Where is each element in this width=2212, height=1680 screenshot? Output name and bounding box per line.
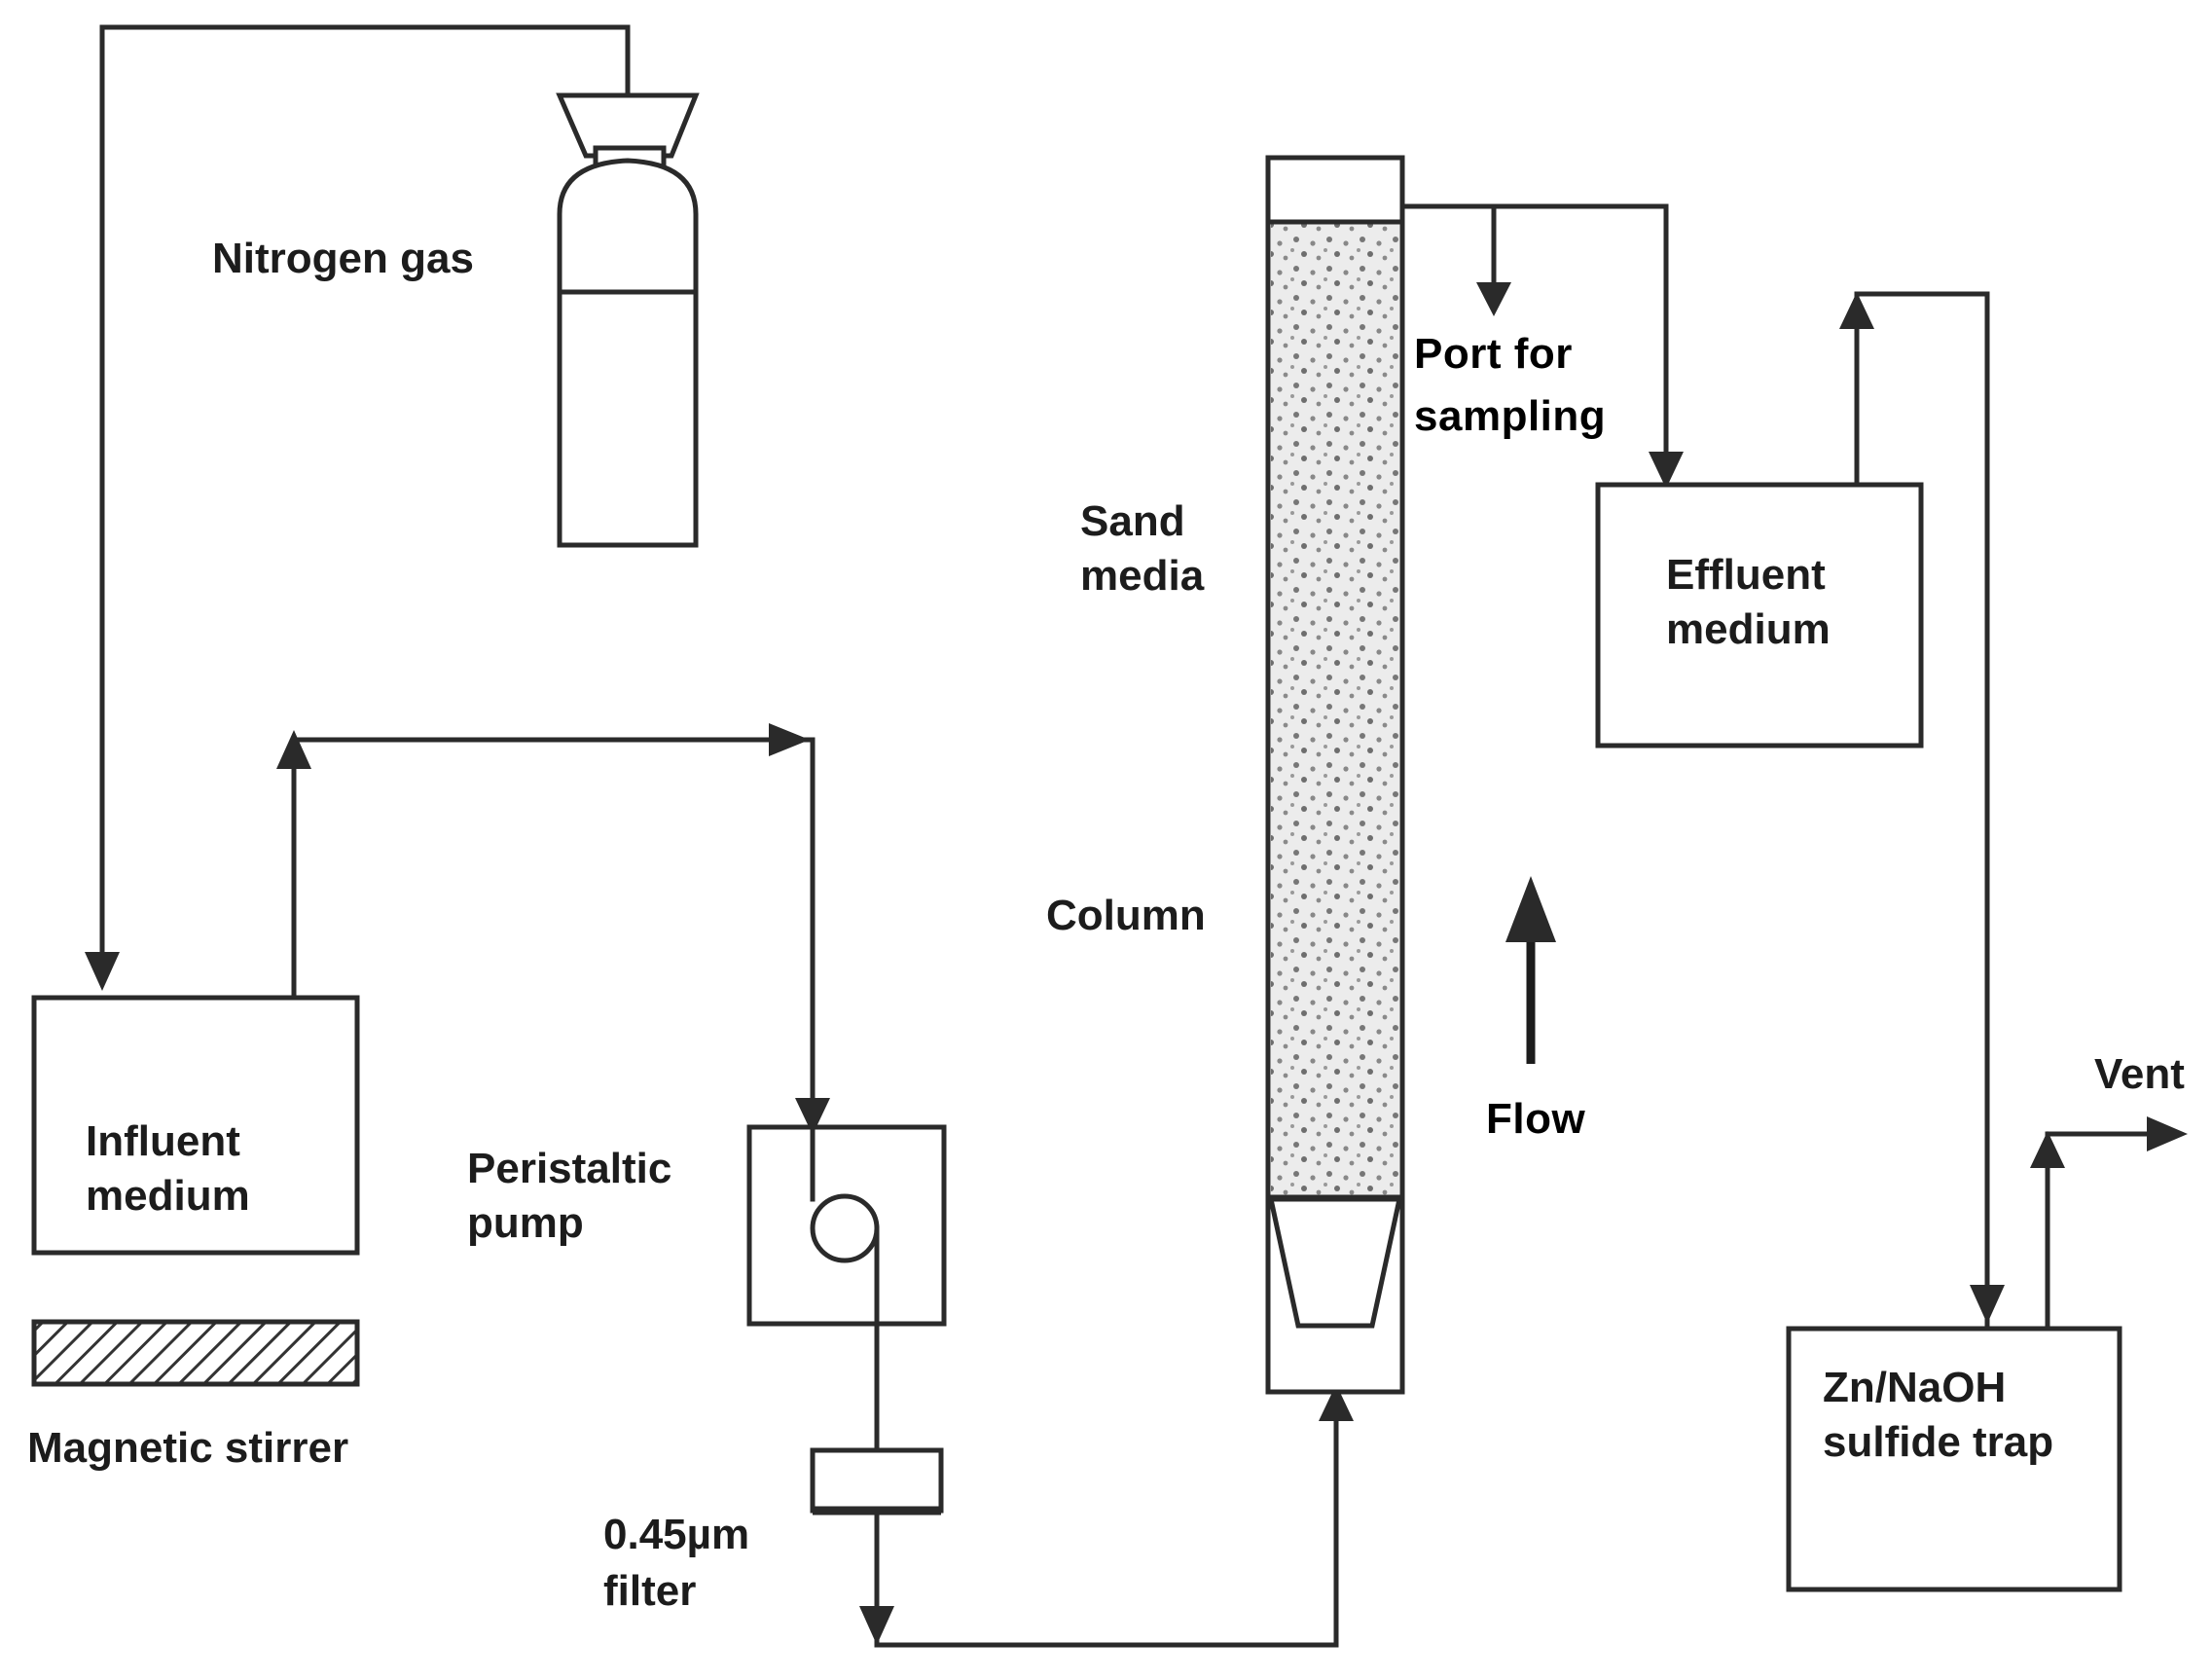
- vent-arrowhead: [2147, 1116, 2188, 1151]
- effluent-up-arrowhead: [1839, 292, 1874, 329]
- influent-to-pump-line: [276, 723, 830, 1202]
- filter-label-line1: 0.45µm: [603, 1511, 750, 1558]
- peristaltic-pump-label-line1: Peristaltic: [467, 1145, 672, 1192]
- effluent-to-trap-line: [1839, 291, 2005, 1332]
- sand-media-label: Sand media: [1080, 494, 1204, 603]
- flow-arrow: [1505, 876, 1556, 1064]
- filter-housing: [810, 1447, 944, 1514]
- gas-line-arrowhead: [85, 952, 120, 991]
- magnetic-stirrer: [31, 1319, 360, 1387]
- influent-medium-label: Influent medium: [86, 1114, 250, 1223]
- effluent-medium-tank: [1595, 482, 1924, 749]
- peristaltic-pump: [746, 1124, 947, 1327]
- nitrogen-gas-label: Nitrogen gas: [212, 235, 474, 282]
- filter-label: 0.45µm filter: [603, 1507, 749, 1620]
- influent-up-arrowhead: [276, 730, 311, 769]
- influent-medium-label-line2: medium: [86, 1172, 250, 1220]
- filter-outlet-arrowhead: [859, 1606, 894, 1645]
- vent-up-arrowhead: [2030, 1131, 2065, 1168]
- vent-label: Vent: [2094, 1050, 2185, 1098]
- effluent-medium-label-line1: Effluent: [1666, 551, 1826, 599]
- filter-label-line2: filter: [603, 1567, 697, 1615]
- sand-column: [1265, 155, 1405, 1395]
- column-label: Column: [1046, 892, 1206, 939]
- nitrogen-cylinder: [556, 92, 700, 548]
- effluent-inlet-arrowhead: [1649, 452, 1684, 489]
- sulfide-trap-label: Zn/NaOH sulfide trap: [1823, 1361, 2053, 1470]
- effluent-medium-label: Effluent medium: [1666, 548, 1831, 657]
- column-outlet-line: [1399, 203, 1684, 489]
- sulfide-trap-label-line2: sulfide trap: [1823, 1418, 2054, 1466]
- port-for-sampling-label: Port for sampling: [1414, 323, 1606, 448]
- influent-medium-tank: [31, 995, 360, 1256]
- peristaltic-pump-label-line2: pump: [467, 1199, 584, 1247]
- sampling-port-arrowhead: [1476, 282, 1511, 316]
- port-for-sampling-label-line1: Port for: [1414, 330, 1573, 378]
- influent-medium-label-line1: Influent: [86, 1117, 240, 1165]
- trap-inlet-arrowhead: [1970, 1285, 2005, 1324]
- pump-inlet-arrowhead: [795, 1098, 830, 1135]
- gas-line: [85, 24, 631, 991]
- pump-to-column-line: [810, 1225, 1354, 1648]
- port-for-sampling-label-line2: sampling: [1414, 392, 1607, 440]
- sand-media-label-line1: Sand: [1080, 497, 1185, 545]
- sand-media-label-line2: media: [1080, 552, 1205, 600]
- magnetic-stirrer-label: Magnetic stirrer: [27, 1424, 349, 1472]
- peristaltic-pump-label: Peristaltic pump: [467, 1142, 671, 1251]
- influent-right-arrowhead: [769, 723, 810, 756]
- effluent-medium-label-line2: medium: [1666, 605, 1831, 653]
- vent-line: [2030, 1116, 2188, 1332]
- sulfide-trap-label-line1: Zn/NaOH: [1823, 1364, 2007, 1411]
- sulfide-trap-tank: [1786, 1326, 2122, 1592]
- column-inlet-arrowhead: [1319, 1384, 1354, 1421]
- flow-label: Flow: [1486, 1095, 1586, 1143]
